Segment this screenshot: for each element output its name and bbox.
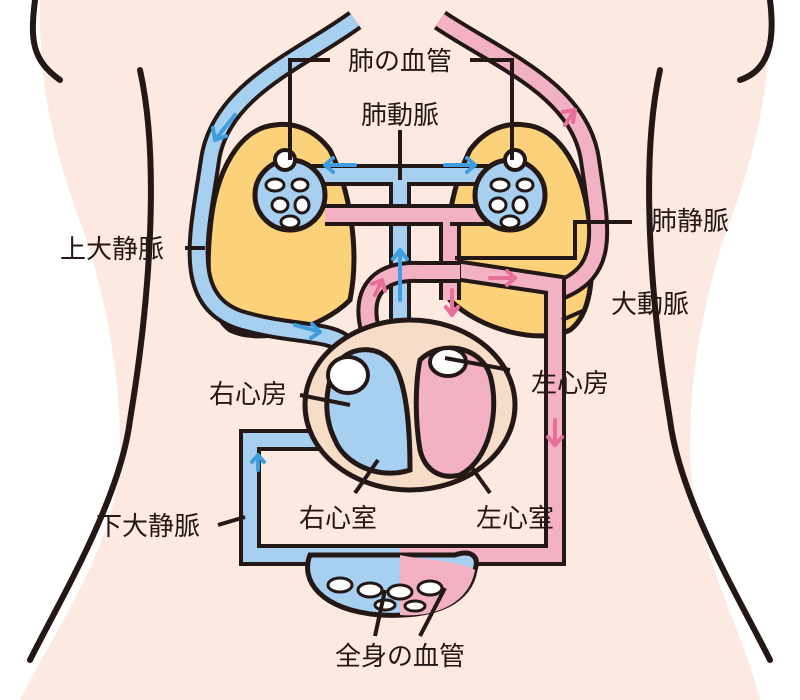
blue-flow-arrows xyxy=(211,113,477,472)
leader-inferior-vena-cava xyxy=(217,515,246,527)
leader-right-ventricle xyxy=(353,458,380,495)
label-superior-vena-cava: 上大静脈 xyxy=(60,235,164,265)
leader-pulmonary-vein xyxy=(455,220,632,260)
right-atrium-chamber xyxy=(326,355,370,395)
label-inferior-vena-cava: 下大静脈 xyxy=(96,512,200,542)
leader-lung-vessels xyxy=(288,58,514,160)
label-body-vessels: 全身の血管 xyxy=(335,642,465,672)
label-right-atrium: 右心房 xyxy=(209,380,287,410)
label-pulmonary-artery: 肺動脈 xyxy=(361,101,439,131)
left-lung-capillaries xyxy=(472,148,548,233)
heart xyxy=(302,317,518,493)
body-capillaries xyxy=(305,550,479,618)
torso-outline-right xyxy=(646,0,775,663)
label-right-ventricle: 右心室 xyxy=(299,504,377,534)
leader-aorta xyxy=(561,308,586,322)
label-left-atrium: 左心房 xyxy=(531,369,609,399)
torso-outline-left xyxy=(27,0,154,663)
right-lung-capillaries xyxy=(252,148,328,233)
leader-lines xyxy=(185,58,632,637)
label-left-ventricle: 左心室 xyxy=(476,504,554,534)
label-aorta: 大動脈 xyxy=(611,290,689,320)
pink-flow-arrows xyxy=(370,108,577,447)
leader-left-atrium xyxy=(444,356,511,372)
leader-left-ventricle xyxy=(468,463,492,495)
label-pulmonary-vein: 肺静脈 xyxy=(651,207,729,237)
leader-body-vessels xyxy=(373,587,447,637)
leader-right-atrium xyxy=(299,393,351,407)
label-lung-vessels: 肺の血管 xyxy=(348,47,452,77)
left-ventricle-chamber xyxy=(413,345,497,479)
